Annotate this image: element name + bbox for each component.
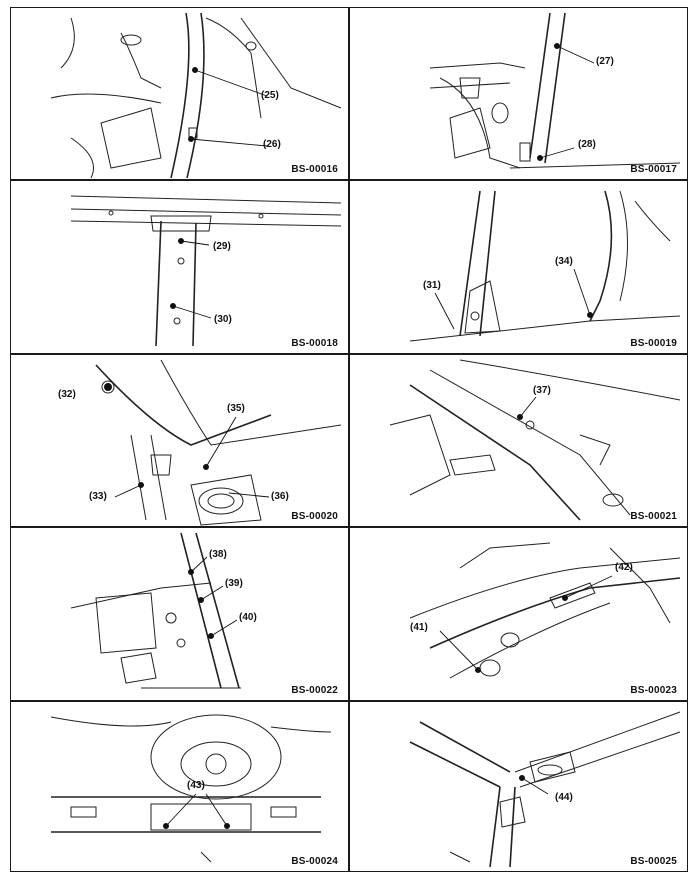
body-structure-illustration bbox=[429, 12, 681, 169]
callout-label: (29) bbox=[213, 241, 231, 252]
figure-code: BS-00023 bbox=[630, 685, 677, 696]
callout-label: (25) bbox=[261, 90, 279, 101]
panel-bs-00025: (44) BS-00025 bbox=[349, 701, 688, 872]
callout-label: (42) bbox=[615, 562, 633, 573]
panel-bs-00018: (29) (30) BS-00018 bbox=[10, 180, 349, 354]
panel-bs-00019: (31) (34) BS-00019 bbox=[349, 180, 688, 354]
callout-label: (28) bbox=[578, 139, 596, 150]
callout-label: (31) bbox=[423, 280, 441, 291]
callout-label: (32) bbox=[58, 389, 76, 400]
callout-label: (27) bbox=[596, 56, 614, 67]
body-structure-illustration bbox=[50, 12, 342, 179]
panel-bs-00017: (27) (28) BS-00017 bbox=[349, 7, 688, 180]
body-structure-illustration bbox=[389, 359, 681, 521]
body-structure-illustration bbox=[95, 359, 342, 526]
figure-code: BS-00021 bbox=[630, 511, 677, 522]
callout-label: (36) bbox=[271, 491, 289, 502]
body-structure-illustration bbox=[70, 195, 342, 347]
body-structure-illustration bbox=[50, 714, 332, 863]
callout-label: (35) bbox=[227, 403, 245, 414]
callout-label: (38) bbox=[209, 549, 227, 560]
figure-code: BS-00025 bbox=[630, 856, 677, 867]
callout-label: (34) bbox=[555, 256, 573, 267]
figure-code: BS-00019 bbox=[630, 338, 677, 349]
figure-code: BS-00018 bbox=[291, 338, 338, 349]
panel-bs-00016: (25) (26) BS-00016 bbox=[10, 7, 349, 180]
panel-bs-00022: (38) (39) (40) BS-00022 bbox=[10, 527, 349, 701]
callout-label: (41) bbox=[410, 622, 428, 633]
diagram-grid: (25) (26) BS-00016 (27) (28) BS-00017 (2… bbox=[10, 7, 688, 872]
callout-label: (33) bbox=[89, 491, 107, 502]
body-structure-illustration bbox=[409, 542, 681, 679]
figure-code: BS-00020 bbox=[291, 511, 338, 522]
callout-label: (44) bbox=[555, 792, 573, 803]
body-structure-illustration bbox=[70, 532, 241, 689]
panel-bs-00024: (43) BS-00024 bbox=[10, 701, 349, 872]
callout-label: (43) bbox=[187, 780, 205, 791]
figure-code: BS-00016 bbox=[291, 164, 338, 175]
panel-bs-00020: (32) (35) (33) (36) BS-00020 bbox=[10, 354, 349, 527]
callout-label: (30) bbox=[214, 314, 232, 325]
body-structure-illustration bbox=[409, 711, 681, 868]
callout-label: (40) bbox=[239, 612, 257, 623]
body-structure-illustration bbox=[409, 190, 681, 342]
callout-label: (26) bbox=[263, 139, 281, 150]
callout-label: (39) bbox=[225, 578, 243, 589]
figure-code: BS-00022 bbox=[291, 685, 338, 696]
figure-code: BS-00017 bbox=[630, 164, 677, 175]
panel-bs-00023: (42) (41) BS-00023 bbox=[349, 527, 688, 701]
figure-code: BS-00024 bbox=[291, 856, 338, 867]
panel-bs-00021: (37) BS-00021 bbox=[349, 354, 688, 527]
callout-label: (37) bbox=[533, 385, 551, 396]
